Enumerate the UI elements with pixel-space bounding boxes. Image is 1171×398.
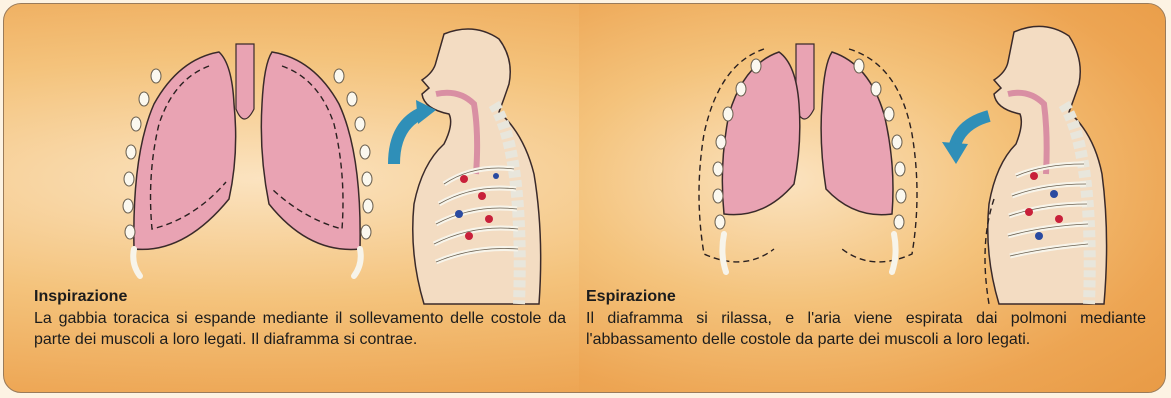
inspiration-torso bbox=[394, 29, 541, 304]
inspiration-caption: Inspirazione La gabbia toracica si espan… bbox=[34, 287, 566, 350]
expiration-torso bbox=[942, 26, 1107, 304]
inspiration-title: Inspirazione bbox=[34, 287, 566, 306]
inspiration-text: La gabbia toracica si espande mediante i… bbox=[34, 308, 566, 350]
expiration-caption: Espirazione Il diaframma si rilassa, e l… bbox=[586, 287, 1146, 350]
airflow-arrow-icon bbox=[942, 142, 968, 164]
expiration-lungs bbox=[699, 44, 917, 272]
expiration-text: Il diaframma si rilassa, e l'aria viene … bbox=[586, 308, 1146, 350]
diagram-panel: Inspirazione La gabbia toracica si espan… bbox=[3, 3, 1166, 393]
expiration-title: Espirazione bbox=[586, 287, 1146, 306]
inspiration-lungs bbox=[123, 44, 373, 276]
